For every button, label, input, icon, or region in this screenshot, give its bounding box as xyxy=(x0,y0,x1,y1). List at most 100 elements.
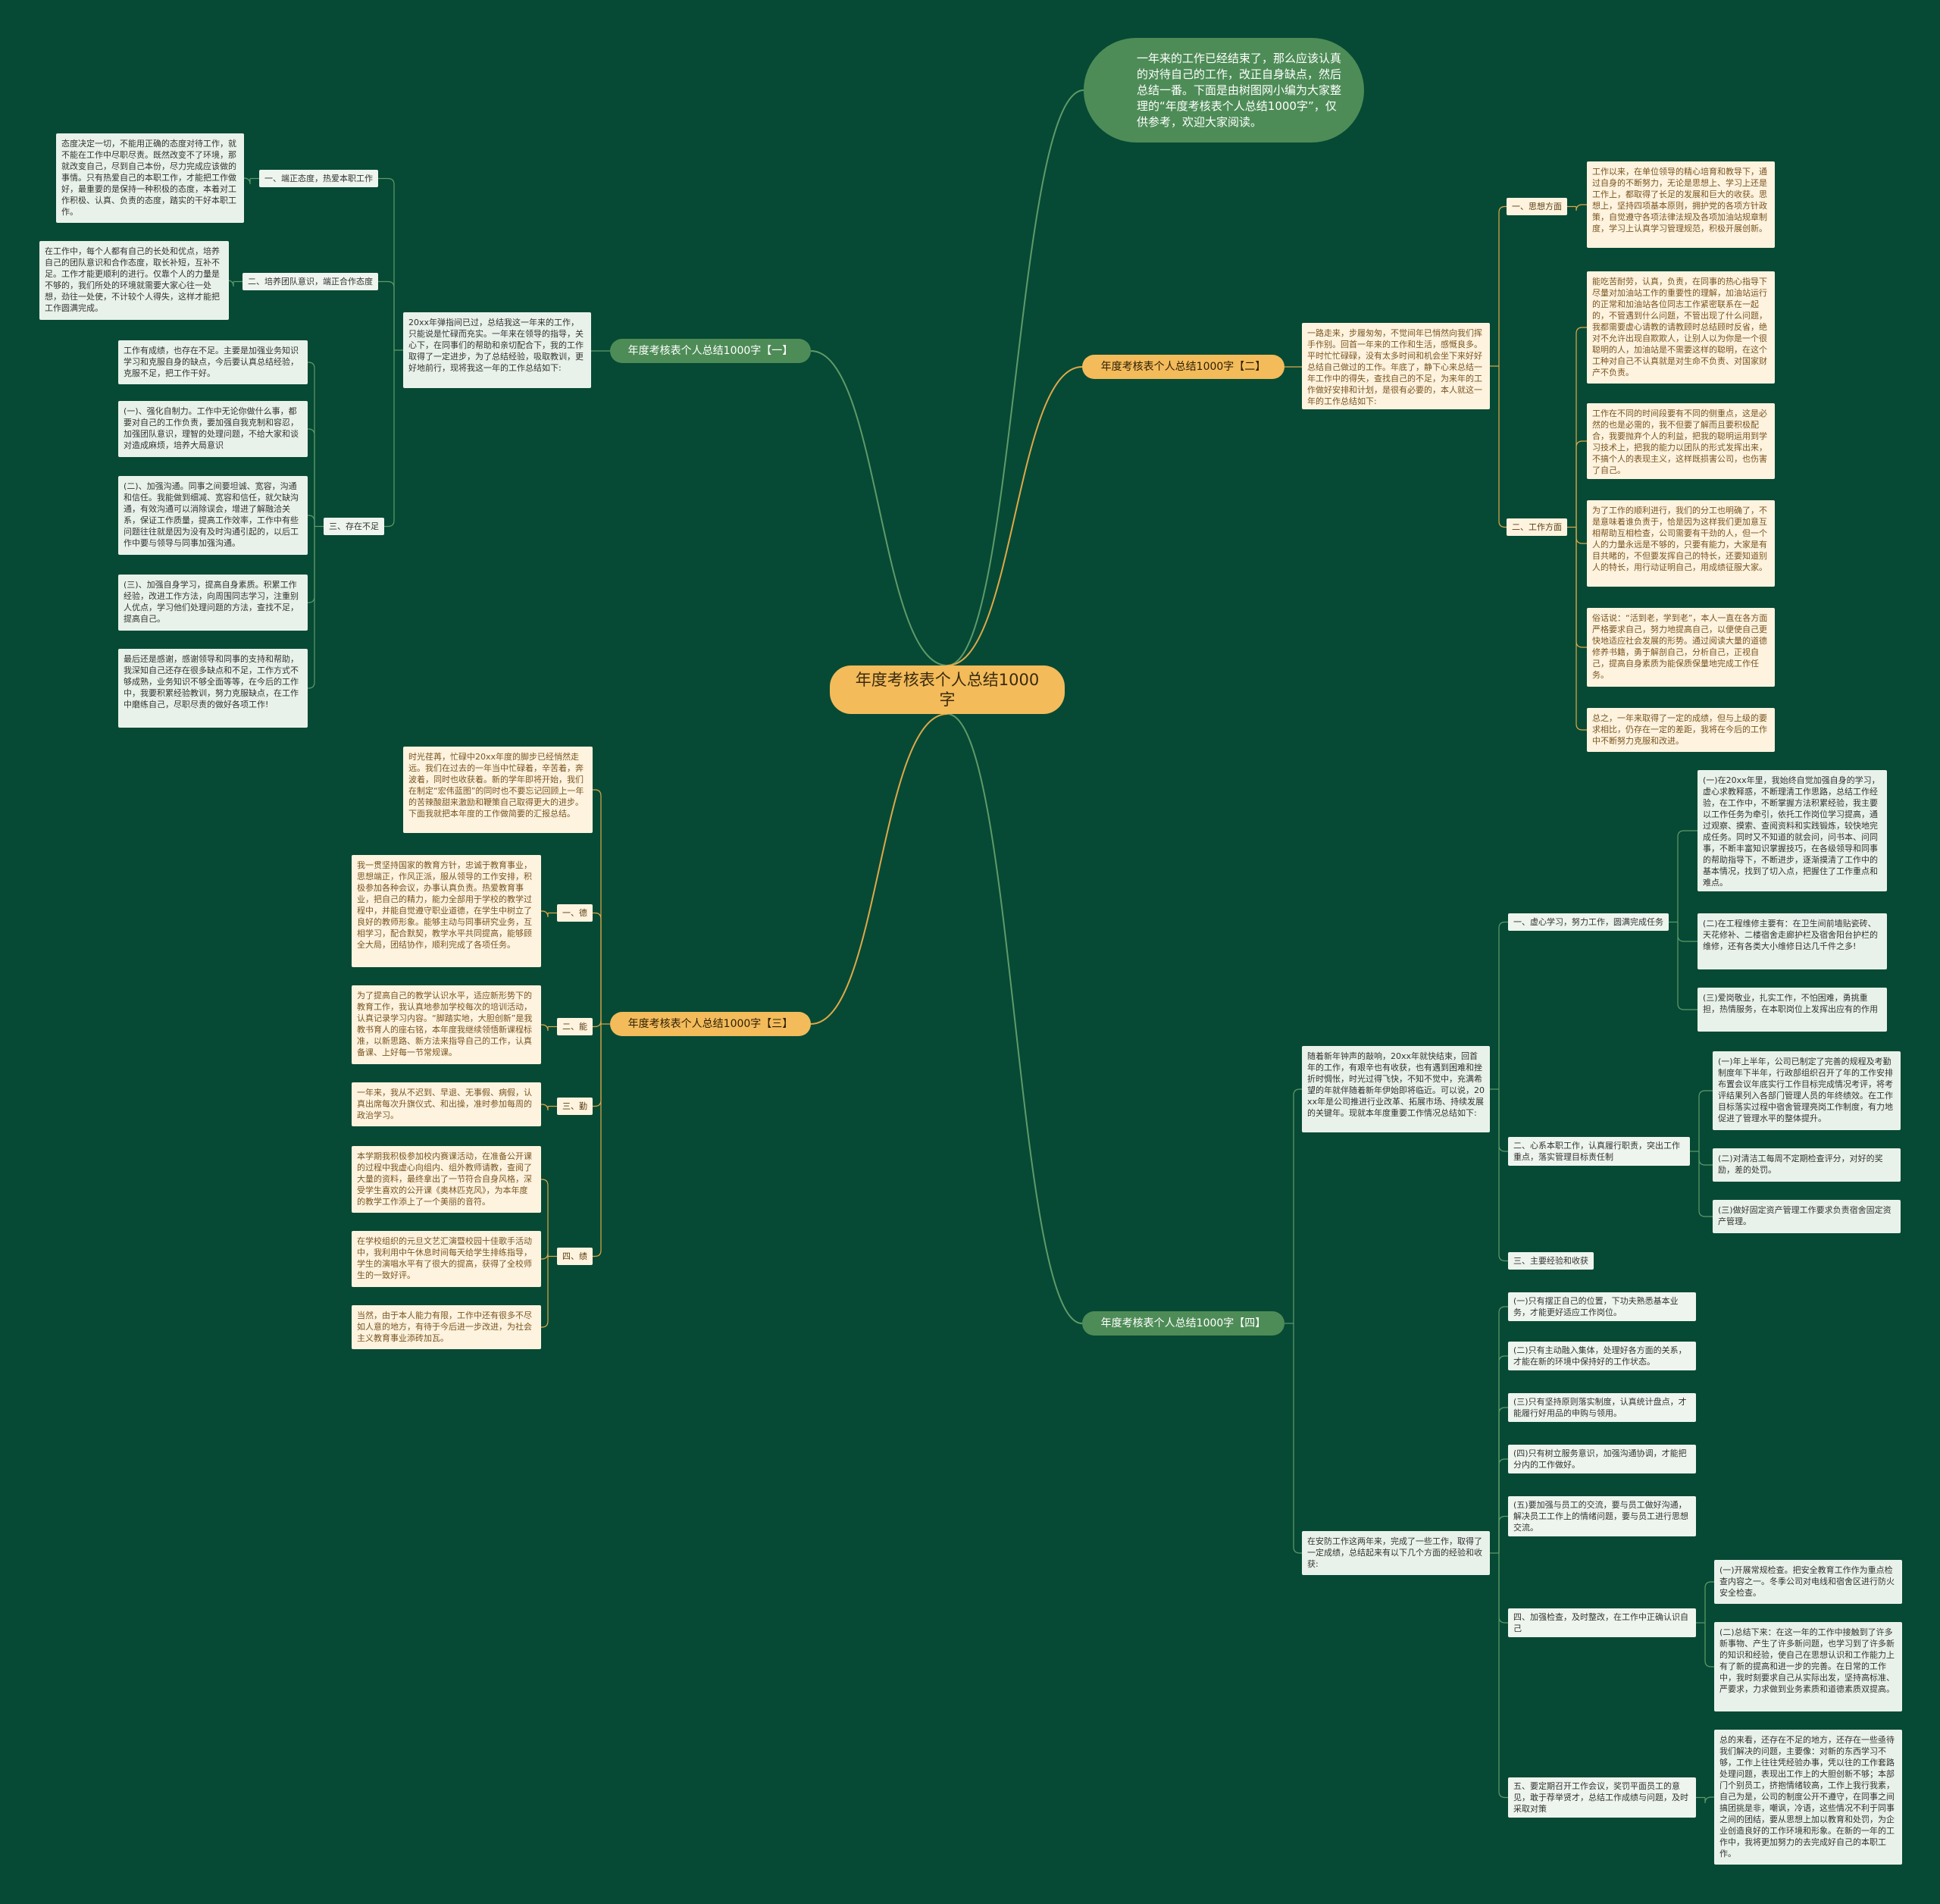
b4-g2-leaf-6-2: (二)总结下来：在这一年的工作中接触到了许多新事物、产生了许多新问题，也学习到了… xyxy=(1714,1622,1902,1711)
connector xyxy=(384,350,395,528)
b4-g1-leaf-1-1: (一)在20xx年里，我始终自觉加强自身的学习，虚心求教释惑，不断理清工作思路，… xyxy=(1698,770,1887,891)
b4-g1-sub-3[interactable]: 三、主要经验和收获 xyxy=(1508,1252,1594,1270)
b2-work-leaf-2: 工作在不同的时间段要有不同的侧重点，这是必然的也是必需的，我不但要了解而且要积极… xyxy=(1587,403,1775,479)
b4-g2-leaf-7-1: 总的来看，还存在不足的地方，还存在一些亟待我们解决的问题，主要像：对新的东西学习… xyxy=(1714,1730,1902,1865)
branch-four[interactable]: 年度考核表个人总结1000字【四】 xyxy=(1082,1311,1284,1336)
connector xyxy=(1498,205,1507,366)
b4-g1-leaf-2-1: (一)年上半年，公司已制定了完善的规程及考勤制度年下半年，行政部组织召开了年的工… xyxy=(1713,1051,1901,1130)
branch-three[interactable]: 年度考核表个人总结1000字【三】 xyxy=(610,1012,811,1036)
b3-sub-ability[interactable]: 二、能 xyxy=(557,1018,593,1035)
b3-sub-diligence[interactable]: 三、勤 xyxy=(557,1098,593,1115)
connector xyxy=(1704,1623,1714,1668)
b3-achieve-leaf-1: 本学期我积极参加校内赛课活动，在准备公开课的过程中我虚心向组内、组外教师请教，查… xyxy=(352,1146,541,1213)
connector xyxy=(1498,1355,1508,1553)
connector xyxy=(810,713,948,1025)
branch-two-intro: 一路走来，步履匆匆，不觉间年已悄然向我们挥手作别。回首一年来的工作和生活，感慨良… xyxy=(1302,323,1490,409)
connector xyxy=(593,789,602,1024)
connector xyxy=(1498,1553,1508,1799)
connector xyxy=(1293,1323,1302,1554)
b4-g1-sub-2[interactable]: 二、心系本职工作，认真履行职责，突出工作重点，落实管理目标责任制 xyxy=(1508,1137,1690,1166)
connector xyxy=(243,177,251,185)
b2-work-leaf-4: 俗话说：“活到老，学到老”，本人一直在各方面严格要求自己，努力地提高自己，以便使… xyxy=(1587,608,1775,687)
b4-g2-sub-4[interactable]: (四)只有树立服务意识，加强沟通协调，才能把分内的工作做好。 xyxy=(1508,1445,1696,1473)
connector xyxy=(1498,1306,1508,1553)
connector xyxy=(1498,366,1507,528)
connector xyxy=(1575,527,1587,731)
b1-short-leaf-2: (一)、强化自制力。工作中无论你做什么事，都要对自己的工作负责，要加强自我克制和… xyxy=(118,401,308,457)
b2-sub-work[interactable]: 二、工作方面 xyxy=(1507,518,1567,536)
b2-work-leaf-1: 能吃苦耐劳，认真，负责，在同事的热心指导下尽量对加油站工作的重要性的理解，加油站… xyxy=(1587,271,1775,384)
connector xyxy=(1698,1090,1713,1151)
branch-three-intro: 时光荏苒，忙碌中20xx年度的脚步已经悄然走远。我们在过去的一年当中忙碌着，辛苦… xyxy=(403,747,593,833)
b2-work-leaf-5: 总之，一年来取得了一定的成绩，但与上级的要求相比，仍存在一定的差距，我将在今后的… xyxy=(1587,708,1775,752)
b4-g2-sub-5[interactable]: (五)要加强与员工的交流，要与员工做好沟通，解决员工工作上的情绪问题，要与员工进… xyxy=(1508,1496,1696,1536)
connector xyxy=(1498,1089,1508,1152)
connector xyxy=(1575,527,1587,648)
connector xyxy=(1575,327,1587,528)
connector xyxy=(1575,204,1587,211)
connector xyxy=(1698,1151,1713,1166)
branch-two[interactable]: 年度考核表个人总结1000字【二】 xyxy=(1082,355,1284,379)
b1-sub-teamwork[interactable]: 二、培养团队意识，端正合作态度 xyxy=(242,273,378,290)
b3-leaf-ability: 为了提高自己的教学认识水平，适应新形势下的教育工作，我认真地参加学校每次的培训活… xyxy=(352,985,541,1064)
connector xyxy=(308,526,315,689)
b4-g2-sub-3[interactable]: (三)只有坚持原则落实制度，认真统计盘点，才能履行好用品的申购与领用。 xyxy=(1508,1393,1696,1422)
connector xyxy=(810,350,948,666)
connector xyxy=(1575,527,1587,544)
b4-intro-2: 在安防工作这两年来，完成了一些工作，取得了一定成绩，总结起来有以下几个方面的经验… xyxy=(1302,1531,1490,1575)
connector xyxy=(1677,830,1698,922)
connector xyxy=(1677,922,1698,942)
b2-sub-thought[interactable]: 一、思想方面 xyxy=(1507,198,1567,215)
connector xyxy=(1698,1151,1713,1217)
connector xyxy=(593,1020,602,1028)
b4-g2-leaf-6-1: (一)开展常规检查。把安全教育工作作为重点检查内容之一。冬季公司对电线和宿舍区进… xyxy=(1714,1560,1902,1604)
connector xyxy=(541,1256,549,1328)
b1-short-leaf-4: (三)、加强自身学习，提高自身素质。积累工作经验，改进工作方法，向周围同志学习，… xyxy=(118,575,308,631)
b3-sub-virtue[interactable]: 一、德 xyxy=(557,904,593,922)
connector xyxy=(947,366,1083,666)
b1-short-leaf-5: 最后还是感谢，感谢领导和同事的支持和帮助，我深知自己还存在很多缺点和不足，工作方… xyxy=(118,649,308,728)
b1-sub-attitude[interactable]: 一、端正态度，热爱本职工作 xyxy=(259,170,378,187)
b2-leaf-thought: 工作以来，在单位领导的精心培育和教导下，通过自身的不断努力，无论是思想上、学习上… xyxy=(1587,161,1775,248)
b3-leaf-virtue: 我一贯坚持国家的教育方针，忠诚于教育事业，思想端正，作风正派，服从领导的工作安排… xyxy=(352,855,541,967)
b4-g1-leaf-1-2: (二)在工程维修主要有：在卫生间前墙贴瓷砖、天花修补、二楼宿舍走廊护栏及宿舍阳台… xyxy=(1698,913,1887,969)
connector xyxy=(378,280,395,350)
b3-achieve-leaf-2: 在学校组织的元旦文艺汇演暨校园十佳歌手活动中，我利用中午休息时间每天给学生排练指… xyxy=(352,1231,541,1287)
connector xyxy=(541,1179,549,1257)
connector xyxy=(308,428,315,527)
b1-sub-shortcomings[interactable]: 三、存在不足 xyxy=(324,518,384,535)
connector xyxy=(308,526,315,603)
b4-g1-leaf-2-3: (三)做好固定资产管理工作要求负责宿舍固定资产管理。 xyxy=(1713,1200,1901,1233)
connector xyxy=(1498,1553,1508,1624)
connector xyxy=(1498,1089,1508,1262)
b4-g2-sub-2[interactable]: (二)只有主动融入集体，处理好各方面的关系，才能在新的环境中保持好的工作状态。 xyxy=(1508,1342,1696,1370)
branch-one[interactable]: 年度考核表个人总结1000字【一】 xyxy=(610,339,811,363)
b4-g1-sub-1[interactable]: 一、虚心学习，努力工作，圆满完成任务 xyxy=(1508,913,1669,931)
connector xyxy=(308,362,315,527)
b4-g2-sub-7[interactable]: 五、要定期召开工作会议，奖罚平面员工的意见，敢于荐举贤才，总结工作成绩与问题，及… xyxy=(1508,1777,1696,1818)
intro-bubble[interactable]: 一年来的工作已经结束了，那么应该认真的对待自己的工作，改正自身缺点，然后总结一番… xyxy=(1084,38,1364,142)
connector xyxy=(1704,1796,1714,1804)
b4-g1-leaf-2-2: (二)对清洁工每周不定期检查评分，对好的奖励，差的处罚。 xyxy=(1713,1148,1901,1182)
b1-short-leaf-1: 工作有成绩，也存在不足。主要是加强业务知识学习和克服自身的缺点，今后要认真总结经… xyxy=(118,340,308,384)
connector xyxy=(1293,1088,1302,1323)
connector xyxy=(1498,1458,1508,1553)
connector xyxy=(1498,1407,1508,1553)
central-topic[interactable]: 年度考核表个人总结1000字 xyxy=(830,665,1065,714)
b3-leaf-diligence: 一年来，我从不迟到、早退、无事假、病假，认真出席每次升旗仪式、和出操，准时参加每… xyxy=(352,1082,541,1126)
connector xyxy=(593,1024,602,1107)
connector xyxy=(1575,440,1587,528)
connector xyxy=(1677,922,1698,1010)
connector xyxy=(593,1024,602,1257)
b1-leaf-attitude: 态度决定一切，不能用正确的态度对待工作，就不能在工作中尽职尽责。既然改变不了环境… xyxy=(56,133,244,223)
b2-work-leaf-3: 为了工作的顺利进行，我们的分工也明确了，不是意味着谁负责于，恰是因为这样我们更加… xyxy=(1587,500,1775,587)
b3-sub-achievement[interactable]: 四、绩 xyxy=(557,1248,593,1265)
b1-short-leaf-3: (二)、加强沟通。同事之间要坦诚、宽容，沟通和信任。我能做到细减、宽容和信任，就… xyxy=(118,476,308,555)
connector xyxy=(1704,1581,1714,1623)
connector xyxy=(947,89,1084,666)
b4-g2-sub-1[interactable]: (一)只有摆正自己的位置，下功夫熟悉基本业务，才能更好适应工作岗位。 xyxy=(1508,1292,1696,1321)
connector xyxy=(1498,1515,1508,1553)
connector xyxy=(593,912,602,1024)
b4-g2-sub-6[interactable]: 四、加强检查，及时整改，在工作中正确认识自己 xyxy=(1508,1608,1696,1637)
